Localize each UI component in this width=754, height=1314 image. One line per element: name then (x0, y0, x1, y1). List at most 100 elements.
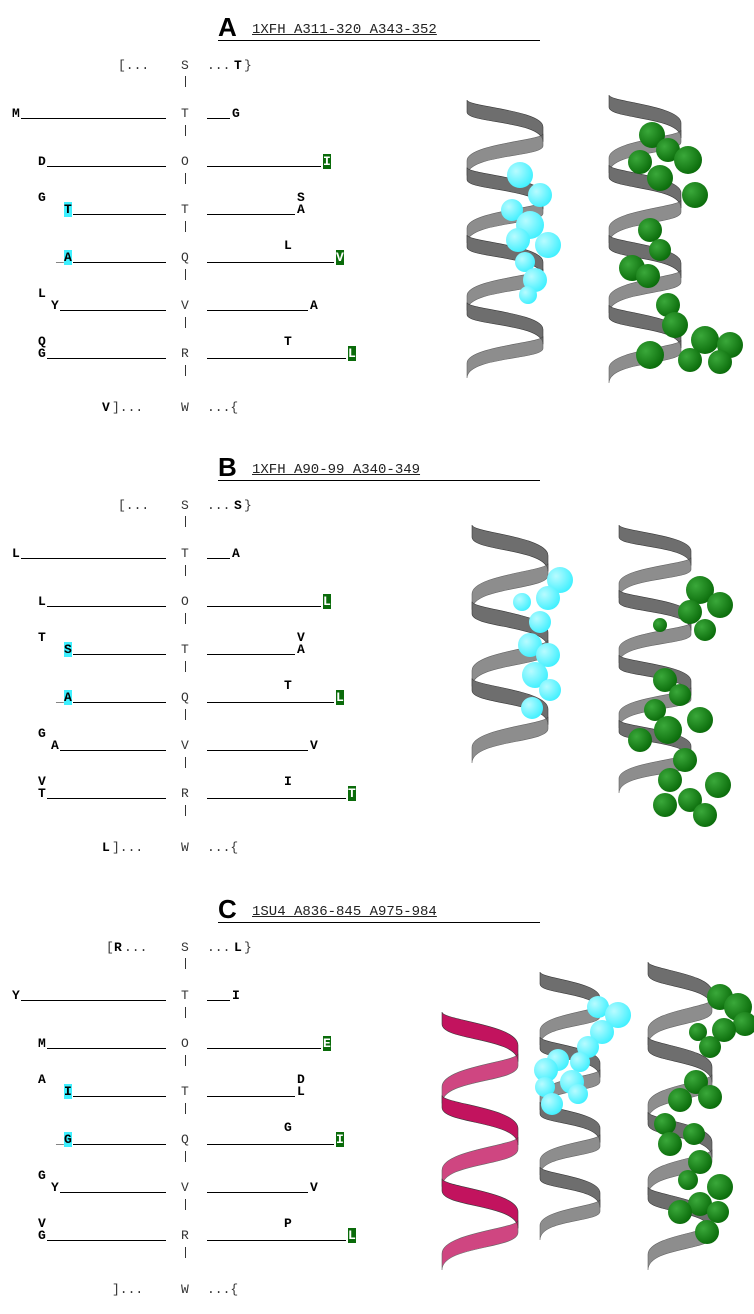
left-residue: L (38, 594, 46, 609)
right-residue: L (348, 1228, 356, 1243)
right-connector (207, 1096, 295, 1097)
panel-title: 1XFH A90-99 A340-349 (252, 462, 421, 478)
bottom-open: ]... (112, 840, 144, 855)
cyan-residue-sphere (547, 567, 573, 593)
bottom-close: ...{ (207, 1282, 239, 1297)
green-residue-sphere (683, 1123, 705, 1145)
right-connector (207, 118, 230, 119)
left-connector (60, 750, 166, 751)
center-residue: R (181, 1228, 189, 1243)
bottom-open: ]... (112, 400, 144, 415)
cyan-residue-sphere (539, 679, 561, 701)
right-connector (207, 750, 308, 751)
left-connector (47, 606, 166, 607)
spine-bar (185, 269, 186, 280)
green-residue-sphere (644, 699, 666, 721)
left-connector (21, 118, 166, 119)
green-residue-sphere (678, 1170, 698, 1190)
left-residue: G (38, 346, 46, 361)
right-residue: T (284, 334, 292, 349)
green-residue-sphere (636, 341, 664, 369)
green-residue-sphere (698, 1085, 722, 1109)
right-connector (207, 1192, 308, 1193)
green-residue-sphere (668, 1200, 692, 1224)
left-connector (73, 214, 166, 215)
left-connector (73, 654, 166, 655)
green-residue-sphere (658, 1132, 682, 1156)
right-residue: E (323, 1036, 331, 1051)
green-residue-sphere (673, 748, 697, 772)
left-residue: G (38, 1168, 46, 1183)
left-connector (73, 262, 166, 263)
center-residue: T (181, 546, 189, 561)
left-residue: M (12, 106, 20, 121)
cyan-residue-sphere (507, 162, 533, 188)
helix-structure-render (441, 961, 754, 1271)
spine-bar (185, 1007, 186, 1018)
green-residue-sphere (699, 1036, 721, 1058)
right-residue: A (297, 202, 305, 217)
right-residue: S (297, 190, 305, 205)
top-open: [... (118, 58, 150, 73)
green-residue-sphere (656, 293, 680, 317)
bottom-center-residue: W (181, 400, 189, 415)
spine-bar (185, 805, 186, 816)
left-residue: T (38, 630, 46, 645)
bottom-close: ...{ (207, 840, 239, 855)
top-center-residue: S (181, 498, 189, 513)
gray-helix-segment (618, 524, 692, 566)
cyan-residue-sphere (521, 697, 543, 719)
left-connector (47, 1240, 166, 1241)
top-close-dots: ... (207, 940, 231, 955)
left-lead: _ (56, 690, 64, 705)
center-residue: T (181, 1084, 189, 1099)
bottom-close: ...{ (207, 400, 239, 415)
cyan-residue-sphere (535, 232, 561, 258)
gray-helix-segment (618, 557, 692, 599)
spine-bar (185, 958, 186, 969)
left-lead: _ (56, 250, 64, 265)
center-residue: T (181, 642, 189, 657)
green-residue-sphere (653, 618, 667, 632)
left-connector (47, 1048, 166, 1049)
magenta-helix-segment (441, 1053, 519, 1104)
green-residue-sphere (708, 350, 732, 374)
panel-title: 1XFH A311-320 A343-352 (252, 22, 437, 38)
spine-bar (185, 613, 186, 624)
left-residue: A (64, 250, 72, 265)
green-residue-sphere (693, 803, 717, 827)
gray-helix-segment (539, 1134, 601, 1176)
cyan-residue-sphere (515, 252, 535, 272)
spine-bar (185, 173, 186, 184)
green-residue-sphere (656, 138, 680, 162)
left-residue: S (64, 642, 72, 657)
spine-bar (185, 1055, 186, 1066)
top-close-residue: T (234, 58, 242, 73)
center-residue: T (181, 202, 189, 217)
spine-bar (185, 516, 186, 527)
left-residue: A (38, 1072, 46, 1087)
green-residue-sphere (662, 312, 688, 338)
center-residue: V (181, 298, 189, 313)
left-residue: I (64, 1084, 72, 1099)
right-connector (207, 166, 321, 167)
right-residue: G (232, 106, 240, 121)
magenta-helix-segment (441, 1095, 519, 1146)
gray-helix-segment (539, 1199, 601, 1241)
spine-bar (185, 365, 186, 376)
right-residue: A (232, 546, 240, 561)
right-residue: L (297, 1084, 305, 1099)
panel-letter: C (218, 894, 237, 924)
center-residue: R (181, 786, 189, 801)
cyan-residue-sphere (523, 268, 547, 292)
right-connector (207, 214, 295, 215)
left-residue: L (38, 286, 46, 301)
right-connector (207, 654, 295, 655)
left-residue: V (38, 774, 46, 789)
left-residue: G (38, 726, 46, 741)
bottom-center-residue: W (181, 840, 189, 855)
green-residue-sphere (669, 684, 691, 706)
right-connector (207, 606, 321, 607)
